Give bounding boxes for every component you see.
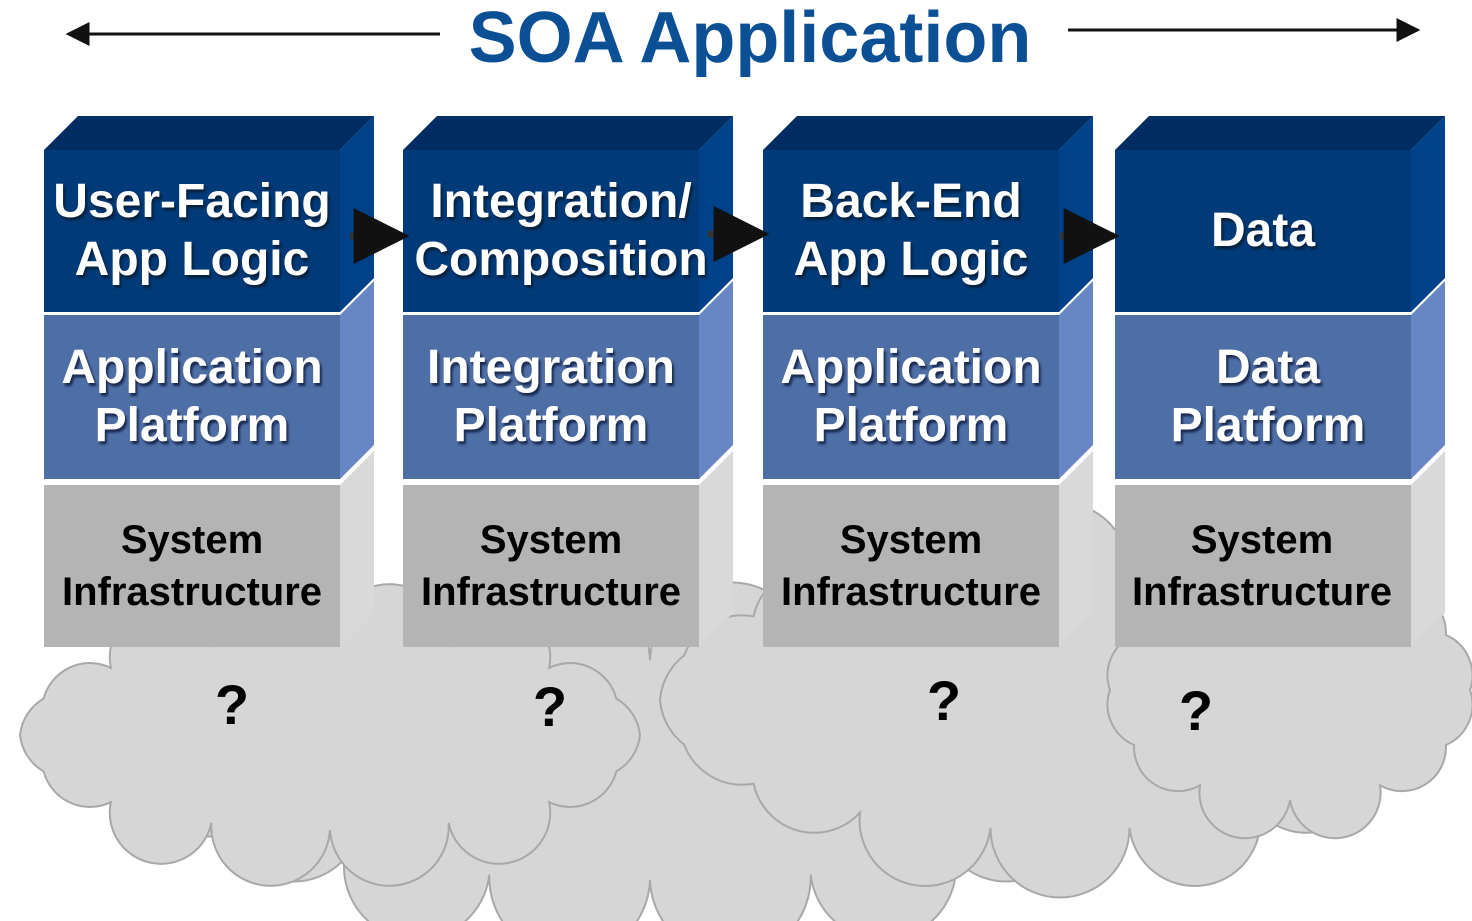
platform-layer-4: Data Platform bbox=[1115, 315, 1421, 479]
infra-block-3-side bbox=[1059, 451, 1093, 647]
top-layer-3-line-1: Back-End bbox=[800, 175, 1022, 228]
infra-layer-2-line-1: System bbox=[479, 518, 623, 562]
unknown-infra-2: ? bbox=[532, 675, 568, 738]
top-layer-1: User-Facing App Logic bbox=[44, 150, 340, 312]
platform-layer-1-line-1: Application bbox=[61, 341, 323, 394]
top-block-4-side bbox=[1411, 116, 1445, 312]
infra-layer-2-line-2: Infrastructure bbox=[420, 570, 682, 614]
platform-layer-2-line-1: Integration bbox=[427, 341, 675, 394]
top-layer-3-line-2: App Logic bbox=[793, 233, 1029, 286]
infra-block-3-front bbox=[763, 485, 1059, 647]
infra-layer-1: System Infrastructure bbox=[44, 485, 340, 647]
platform-block-2-front bbox=[403, 315, 699, 479]
platform-block-1-front bbox=[44, 315, 340, 479]
top-layer-4: Data bbox=[1115, 150, 1411, 312]
infra-block-2-side bbox=[699, 451, 733, 647]
top-layer-2-line-2: Composition bbox=[414, 233, 708, 286]
layer-stacks bbox=[44, 116, 1445, 647]
top-block-1-top bbox=[44, 116, 374, 150]
infra-block-4-side bbox=[1411, 451, 1445, 647]
infra-layer-4-line-2: Infrastructure bbox=[1131, 570, 1393, 614]
platform-layer-3: Application Platform bbox=[763, 315, 1059, 479]
platform-layer-2: Integration Platform bbox=[403, 315, 699, 479]
platform-block-1-side bbox=[340, 281, 374, 479]
infra-block-1-side bbox=[340, 451, 374, 647]
platform-layer-3-line-1: Application bbox=[780, 341, 1042, 394]
infra-layer-2: System Infrastructure bbox=[403, 485, 699, 647]
infra-layer-1-line-2: Infrastructure bbox=[61, 570, 323, 614]
infra-layer-3: System Infrastructure bbox=[763, 485, 1059, 647]
top-block-2-front bbox=[403, 150, 699, 312]
unknown-infra-3: ? bbox=[926, 669, 962, 732]
unknown-infra-4: ? bbox=[1178, 679, 1214, 742]
top-block-3-top bbox=[763, 116, 1093, 150]
infra-layer-4-line-1: System bbox=[1190, 518, 1334, 562]
top-block-4-top bbox=[1115, 116, 1445, 150]
platform-block-3-front bbox=[763, 315, 1059, 479]
platform-layer-4-line-2: Platform bbox=[1170, 399, 1366, 452]
platform-layer-4-line-1: Data bbox=[1215, 341, 1321, 394]
platform-block-3-side bbox=[1059, 281, 1093, 479]
infra-layer-3-line-1: System bbox=[839, 518, 983, 562]
platform-block-2-side bbox=[699, 281, 733, 479]
top-layer-3: Back-End App Logic bbox=[763, 150, 1059, 312]
platform-layer-1: Application Platform bbox=[44, 315, 340, 479]
infra-block-4-front bbox=[1115, 485, 1411, 647]
top-layer-2: Integration/ Composition bbox=[403, 150, 719, 312]
top-layer-2-line-1: Integration/ bbox=[430, 175, 692, 228]
flow-arrows bbox=[350, 206, 1120, 264]
platform-layer-1-line-2: Platform bbox=[94, 399, 290, 452]
infra-block-1-front bbox=[44, 485, 340, 647]
top-layer-4-line-1: Data bbox=[1210, 204, 1316, 257]
unknown-infra-1: ? bbox=[214, 673, 250, 736]
top-layer-1-line-1: User-Facing bbox=[53, 175, 331, 228]
platform-block-4-front bbox=[1115, 315, 1411, 479]
top-layer-1-line-2: App Logic bbox=[74, 233, 310, 286]
top-block-1-front bbox=[44, 150, 340, 312]
infra-layer-4: System Infrastructure bbox=[1115, 485, 1409, 647]
top-block-1-side bbox=[340, 116, 374, 312]
diagram-title: SOA Application bbox=[468, 0, 1032, 78]
platform-layer-3-line-2: Platform bbox=[813, 399, 1009, 452]
top-block-3-side bbox=[1059, 116, 1093, 312]
infra-block-2-front bbox=[403, 485, 699, 647]
platform-block-4-side bbox=[1411, 281, 1445, 479]
infra-layer-3-line-2: Infrastructure bbox=[780, 570, 1042, 614]
top-block-2-top bbox=[403, 116, 733, 150]
infra-layer-1-line-1: System bbox=[120, 518, 264, 562]
top-block-4-front bbox=[1115, 150, 1411, 312]
platform-layer-2-line-2: Platform bbox=[453, 399, 649, 452]
top-block-3-front bbox=[763, 150, 1059, 312]
